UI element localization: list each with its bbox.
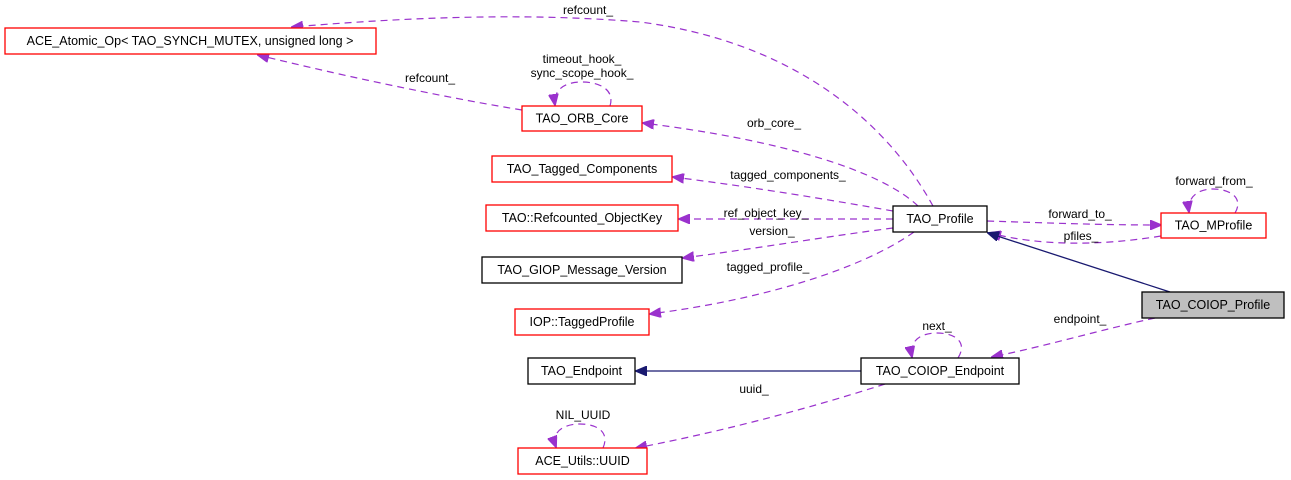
node-ace-atomic-op[interactable]: ACE_Atomic_Op< TAO_SYNCH_MUTEX, unsigned… [4, 27, 377, 55]
node-tao-endpoint[interactable]: TAO_Endpoint [527, 357, 636, 385]
node-ace-utils-uuid[interactable]: ACE_Utils::UUID [517, 447, 648, 475]
edge-label-next: next_ [922, 319, 952, 333]
svg-text:TAO_COIOP_Endpoint: TAO_COIOP_Endpoint [876, 364, 1005, 378]
edge-inherit-profile [988, 233, 1171, 293]
edge-pfiles: pfiles_ [990, 229, 1162, 244]
edge-label-orb-core: orb_core_ [747, 116, 801, 130]
edge-label-tagged-components: tagged_components_ [730, 168, 846, 182]
node-iop-taggedprofile[interactable]: IOP::TaggedProfile [514, 308, 650, 336]
svg-text:IOP::TaggedProfile: IOP::TaggedProfile [530, 315, 635, 329]
svg-text:ACE_Atomic_Op< TAO_SYNCH_MUTEX: ACE_Atomic_Op< TAO_SYNCH_MUTEX, unsigned… [27, 34, 354, 48]
edge-label-forward-from: forward_from_ [1175, 174, 1253, 188]
svg-text:TAO_ORB_Core: TAO_ORB_Core [536, 112, 629, 126]
edge-label-forward-to: forward_to_ [1048, 207, 1112, 221]
svg-text:TAO_GIOP_Message_Version: TAO_GIOP_Message_Version [497, 263, 666, 277]
svg-text:TAO_Profile: TAO_Profile [906, 212, 973, 226]
node-tao-orb-core[interactable]: TAO_ORB_Core [521, 105, 643, 132]
edge-label-refcount-profile: refcount_ [563, 3, 613, 17]
edge-forward-from: forward_from_ [1175, 174, 1253, 213]
edge-label-ref-object-key: ref_object_key_ [724, 206, 809, 220]
node-tao-profile[interactable]: TAO_Profile [892, 205, 988, 233]
edge-tagged-components: tagged_components_ [673, 168, 894, 212]
edge-next: next_ [911, 319, 963, 358]
edge-label-sync-scope-hook: sync_scope_hook_ [531, 66, 634, 80]
edge-label-refcount-orbcore: refcount_ [405, 71, 455, 85]
node-tao-coiop-endpoint[interactable]: TAO_COIOP_Endpoint [860, 357, 1020, 385]
node-tao-coiop-profile[interactable]: TAO_COIOP_Profile [1141, 291, 1285, 319]
edge-version: version_ [683, 224, 894, 258]
edge-uuid: uuid_ [636, 382, 886, 448]
edge-label-uuid: uuid_ [739, 382, 769, 396]
node-tao-tagged-components[interactable]: TAO_Tagged_Components [491, 155, 673, 183]
node-tao-refcounted-objectkey[interactable]: TAO::Refcounted_ObjectKey [485, 204, 679, 232]
edge-label-pfiles: pfiles_ [1064, 229, 1099, 243]
edge-label-endpoint: endpoint_ [1054, 312, 1107, 326]
node-tao-mprofile[interactable]: TAO_MProfile [1160, 212, 1267, 239]
edge-label-timeout-hook: timeout_hook_ [543, 52, 622, 66]
svg-text:TAO::Refcounted_ObjectKey: TAO::Refcounted_ObjectKey [502, 211, 663, 225]
edge-refcount-orbcore: refcount_ [258, 55, 523, 111]
svg-text:ACE_Utils::UUID: ACE_Utils::UUID [535, 454, 629, 468]
svg-text:TAO_COIOP_Profile: TAO_COIOP_Profile [1156, 298, 1270, 312]
edge-endpoint: endpoint_ [992, 312, 1156, 357]
svg-text:TAO_Endpoint: TAO_Endpoint [541, 364, 623, 378]
edge-refcount-profile: refcount_ [292, 3, 934, 207]
svg-text:TAO_MProfile: TAO_MProfile [1175, 219, 1253, 233]
edge-forward-to: forward_to_ [986, 207, 1161, 225]
edge-nil-uuid: NIL_UUID [555, 408, 611, 448]
edge-orb-core: orb_core_ [643, 116, 919, 207]
edge-ref-object-key: ref_object_key_ [679, 206, 893, 220]
edge-orbcore-self: timeout_hook_ sync_scope_hook_ [531, 52, 634, 106]
node-tao-giop-message-version[interactable]: TAO_GIOP_Message_Version [481, 256, 683, 284]
edge-label-tagged-profile: tagged_profile_ [727, 260, 810, 274]
edge-label-version: version_ [749, 224, 795, 238]
edge-label-nil-uuid: NIL_UUID [556, 408, 611, 422]
edge-tagged-profile: tagged_profile_ [650, 231, 915, 314]
svg-text:TAO_Tagged_Components: TAO_Tagged_Components [507, 162, 658, 176]
